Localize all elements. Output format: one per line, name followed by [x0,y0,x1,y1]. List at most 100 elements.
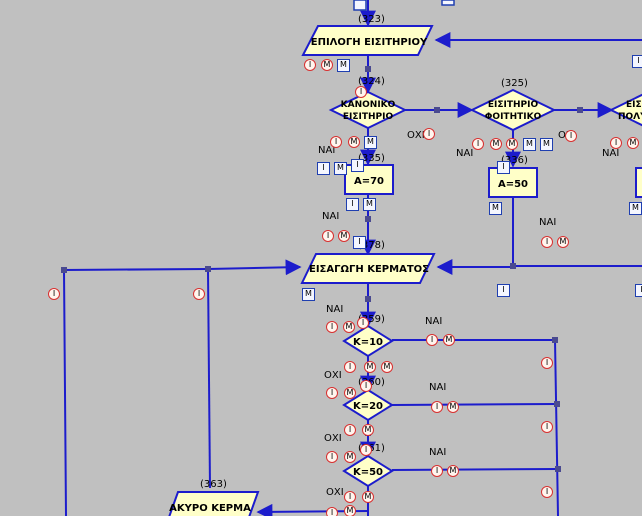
node-student-ticket[interactable]: ΕΙΣΙΤΗΡΙΟ ΦΟΙΤΗΤΙΚΟ [469,88,557,132]
node-select-ticket[interactable]: ΕΠΙΛΟΓΗ ΕΙΣΙΤΗΡΙΟΥ [301,25,434,56]
marker-square[interactable]: I [632,55,642,68]
node-invalid-coin-label: ΑΚΥΡΟ ΚΕΡΜΑ [169,503,251,514]
node-select-ticket-label: ΕΠΙΛΟΓΗ ΕΙΣΙΤΗΡΙΟΥ [311,37,428,48]
marker-square[interactable]: I [346,198,359,211]
marker-circle[interactable]: I [541,357,553,369]
node-assign-70-label: A=70 [354,176,384,187]
marker-circle[interactable]: I [193,288,205,300]
marker-circle[interactable]: I [360,444,372,456]
marker-square[interactable]: M [337,59,350,72]
marker-circle[interactable]: M [344,451,356,463]
marker-circle[interactable]: M [557,236,569,248]
marker-circle[interactable]: I [355,86,367,98]
marker-square[interactable]: I [497,284,510,297]
node-assign-50[interactable]: A=50 [488,167,538,198]
marker-circle[interactable]: I [541,486,553,498]
marker-circle[interactable]: I [344,491,356,503]
marker-square[interactable]: I [497,161,510,174]
marker-circle[interactable]: M [338,230,350,242]
edge-k20-yes [391,403,558,406]
marker-circle[interactable]: I [541,236,553,248]
edge-label-yes: ΝΑΙ [429,382,447,393]
edge-label-yes: ΝΑΙ [539,217,557,228]
marker-circle[interactable]: I [326,451,338,463]
marker-square[interactable]: M [540,138,553,151]
marker-circle[interactable]: M [443,334,455,346]
marker-circle[interactable]: I [423,128,435,140]
node-select-ticket-id: (323) [358,14,385,25]
marker-square[interactable]: M [629,202,642,215]
node-k10[interactable]: K=10 [342,324,394,358]
marker-circle[interactable]: M [627,137,639,149]
marker-circle[interactable]: M [344,387,356,399]
marker-circle[interactable]: M [321,59,333,71]
edge-label-yes: ΝΑΙ [322,211,340,222]
marker-square[interactable]: M [489,202,502,215]
marker-circle[interactable]: I [344,361,356,373]
marker-circle[interactable]: I [472,138,484,150]
node-third-ticket[interactable]: ΕΙΣ ΠΟΛΥ [608,90,642,130]
node-normal-ticket-line1: ΚΑΝΟΝΙΚΟ [341,100,396,110]
marker-circle[interactable]: I [344,424,356,436]
marker-square[interactable]: M [302,288,315,301]
node-assign-50-id: (336) [501,155,528,166]
edge-label-yes: ΝΑΙ [425,316,443,327]
marker-square-partial [353,0,367,11]
marker-circle[interactable]: M [362,491,374,503]
marker-square-partial [441,0,455,6]
node-normal-ticket[interactable]: ΚΑΝΟΝΙΚΟ ΕΙΣΙΤΗΡΙΟ [328,90,408,130]
marker-circle[interactable]: I [426,334,438,346]
marker-circle[interactable]: I [48,288,60,300]
node-invalid-coin-id: (363) [200,479,227,490]
marker-circle[interactable]: I [431,465,443,477]
marker-circle[interactable]: M [362,424,374,436]
node-third-ticket-line1: ΕΙΣ [626,100,642,110]
marker-square[interactable]: I [317,162,330,175]
marker-circle[interactable]: I [565,130,577,142]
marker-square[interactable]: I [351,159,364,172]
node-third-ticket-line2: ΠΟΛΥ [618,112,642,122]
node-invalid-coin[interactable]: ΑΚΥΡΟ ΚΕΡΜΑ [168,491,260,516]
marker-circle[interactable]: I [431,401,443,413]
marker-circle[interactable]: M [348,136,360,148]
marker-circle[interactable]: M [381,361,393,373]
marker-circle[interactable]: I [304,59,316,71]
marker-circle[interactable]: M [364,361,376,373]
node-k20-label: K=20 [353,401,383,412]
marker-circle[interactable]: M [490,138,502,150]
marker-square[interactable]: I [353,236,366,249]
edge-loop-outer [62,259,302,516]
marker-circle[interactable]: M [447,465,459,477]
edge-label-yes: ΝΑΙ [602,148,620,159]
marker-square[interactable]: M [363,198,376,211]
marker-square[interactable]: M [334,162,347,175]
edge-label-yes: ΝΑΙ [326,304,344,315]
marker-circle[interactable]: I [322,230,334,242]
node-insert-coin[interactable]: ΕΙΣΑΓΩΓΗ ΚΕΡΜΑΤΟΣ [300,253,436,284]
node-k20[interactable]: K=20 [342,388,394,422]
node-student-ticket-line2: ΦΟΙΤΗΤΙΚΟ [485,112,542,122]
marker-circle[interactable]: M [343,321,355,333]
marker-square[interactable]: I [635,284,642,297]
marker-square[interactable]: M [364,136,377,149]
node-k10-label: K=10 [353,337,383,348]
node-offscreen-box [635,167,642,198]
marker-circle[interactable]: M [344,505,356,516]
marker-circle[interactable]: I [357,317,369,329]
marker-circle[interactable]: I [326,507,338,516]
node-student-ticket-line1: ΕΙΣΙΤΗΡΙΟ [488,100,539,110]
marker-circle[interactable]: I [610,137,622,149]
edge-label-yes: ΝΑΙ [318,145,336,156]
marker-circle[interactable]: I [330,136,342,148]
marker-circle[interactable]: I [326,321,338,333]
marker-circle[interactable]: I [541,421,553,433]
marker-circle[interactable]: M [447,401,459,413]
edge-loop-inner [207,269,211,489]
marker-square[interactable]: M [523,138,536,151]
marker-circle[interactable]: I [360,380,372,392]
marker-circle[interactable]: I [326,387,338,399]
node-k50[interactable]: K=50 [342,454,394,488]
marker-circle[interactable]: M [506,138,518,150]
edge-collector [554,339,559,516]
